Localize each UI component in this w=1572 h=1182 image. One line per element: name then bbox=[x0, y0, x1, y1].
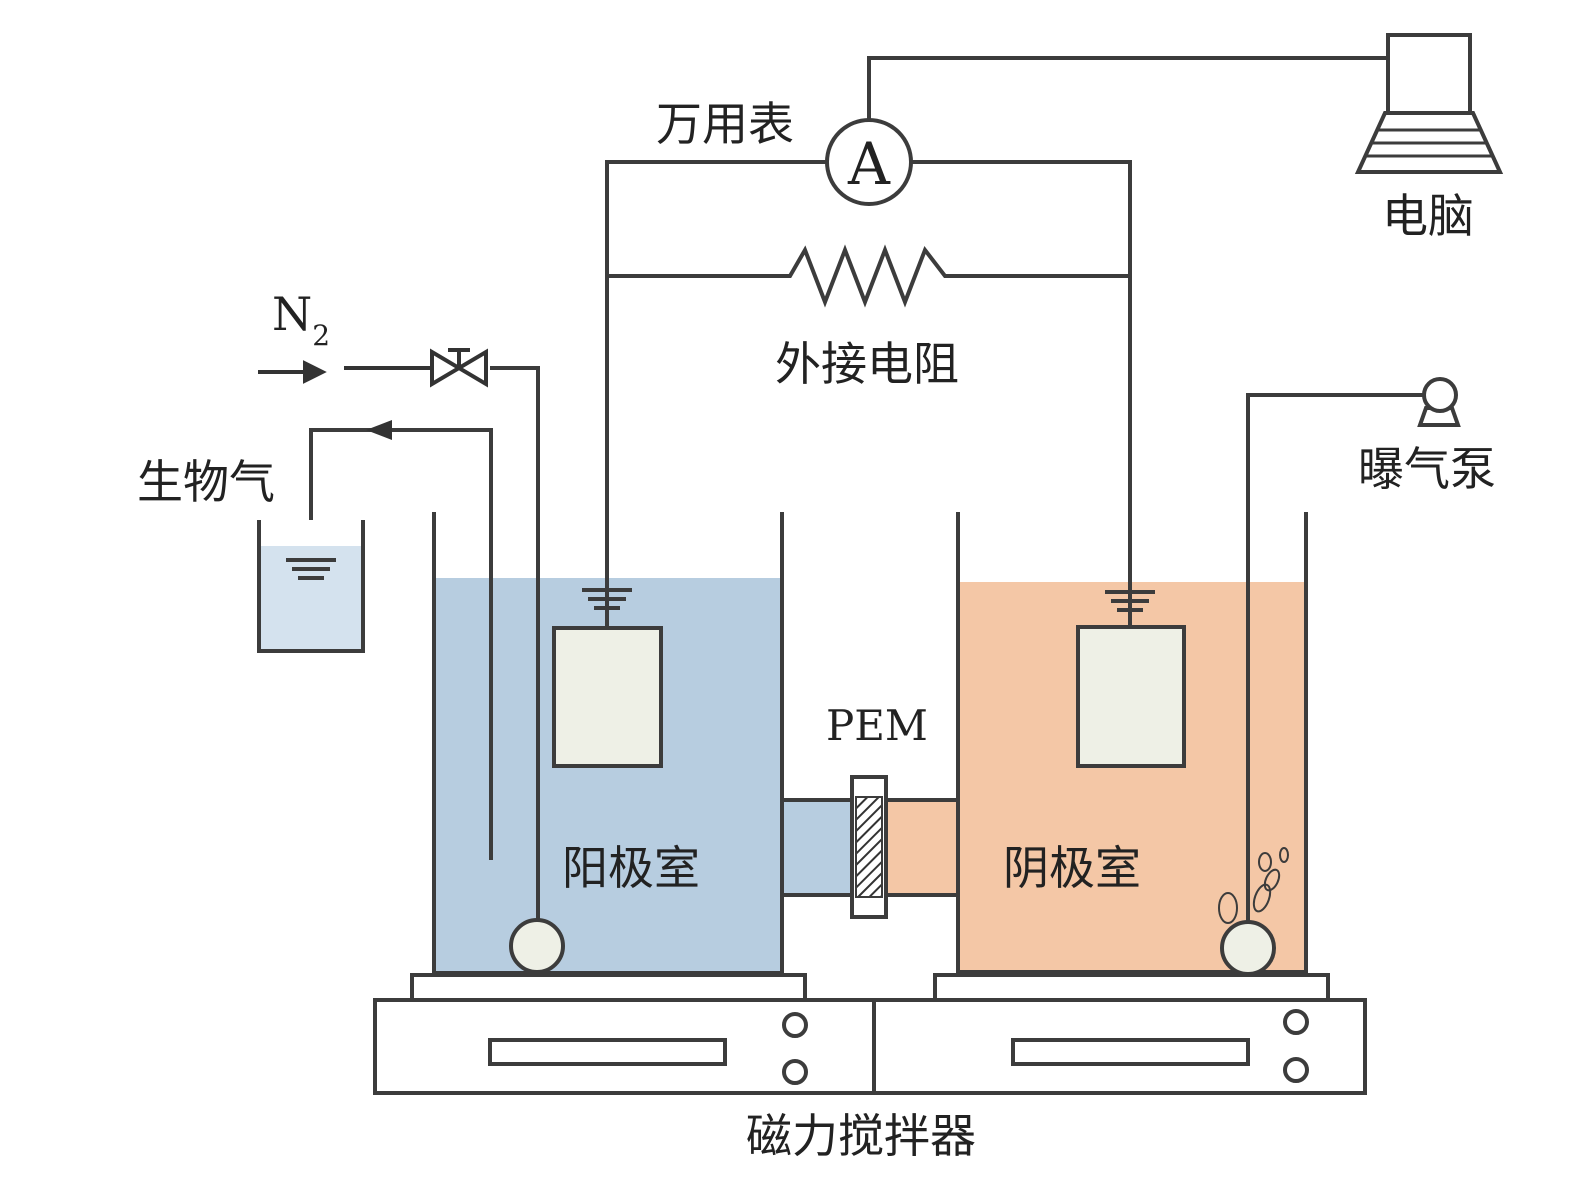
stirrer-left-top bbox=[410, 973, 807, 1002]
aeration-diffuser bbox=[1220, 920, 1276, 976]
computer-label: 电脑 bbox=[1382, 189, 1474, 243]
biogas-outlet bbox=[366, 420, 392, 440]
cathode-chamber bbox=[956, 393, 1425, 976]
resistor-icon bbox=[607, 244, 1130, 308]
stirrer-knob bbox=[782, 1059, 808, 1085]
nitrogen-symbol: N bbox=[272, 287, 312, 341]
ammeter-icon bbox=[825, 118, 913, 206]
nitrogen-label: N2 bbox=[272, 287, 330, 352]
stirrer-right-top bbox=[933, 973, 1330, 1002]
multimeter-label: 万用表 bbox=[656, 97, 794, 151]
cathode-electrode bbox=[1076, 625, 1186, 768]
biogas-label: 生物气 bbox=[137, 455, 275, 509]
aeration-pump-label: 曝气泵 bbox=[1358, 442, 1496, 496]
nitrogen-subscript: 2 bbox=[312, 319, 330, 352]
aeration-pump-icon bbox=[1417, 377, 1461, 427]
stirrer-left-display bbox=[488, 1038, 727, 1066]
gas-collection-vessel bbox=[257, 520, 365, 653]
nitrogen-inlet bbox=[258, 348, 488, 388]
multimeter: A bbox=[825, 118, 913, 206]
pem-bridge bbox=[780, 775, 960, 919]
anode-chamber-label: 阳极室 bbox=[562, 841, 700, 895]
stirrer-right-display bbox=[1011, 1038, 1250, 1066]
magnetic-stirrer-label: 磁力搅拌器 bbox=[746, 1109, 976, 1163]
arrow-left-icon bbox=[366, 420, 392, 440]
anode-chamber bbox=[309, 366, 784, 975]
cathode-chamber-label: 阴极室 bbox=[1003, 841, 1141, 895]
ammeter-symbol: A bbox=[847, 130, 891, 198]
stirrer-knob bbox=[1283, 1009, 1309, 1035]
stirrer-base bbox=[373, 998, 1367, 1095]
diffuser-stone bbox=[509, 918, 565, 974]
stirrer-knob bbox=[1283, 1057, 1309, 1083]
bubbles bbox=[1218, 847, 1289, 924]
external-circuit bbox=[605, 56, 1388, 592]
stirrer-knob bbox=[782, 1012, 808, 1038]
magnetic-stirrer bbox=[373, 973, 1367, 1095]
resistor-label: 外接电阻 bbox=[775, 337, 959, 391]
pem-label: PEM bbox=[826, 701, 928, 750]
computer-icon bbox=[1354, 33, 1504, 174]
anode-electrode bbox=[552, 626, 663, 768]
